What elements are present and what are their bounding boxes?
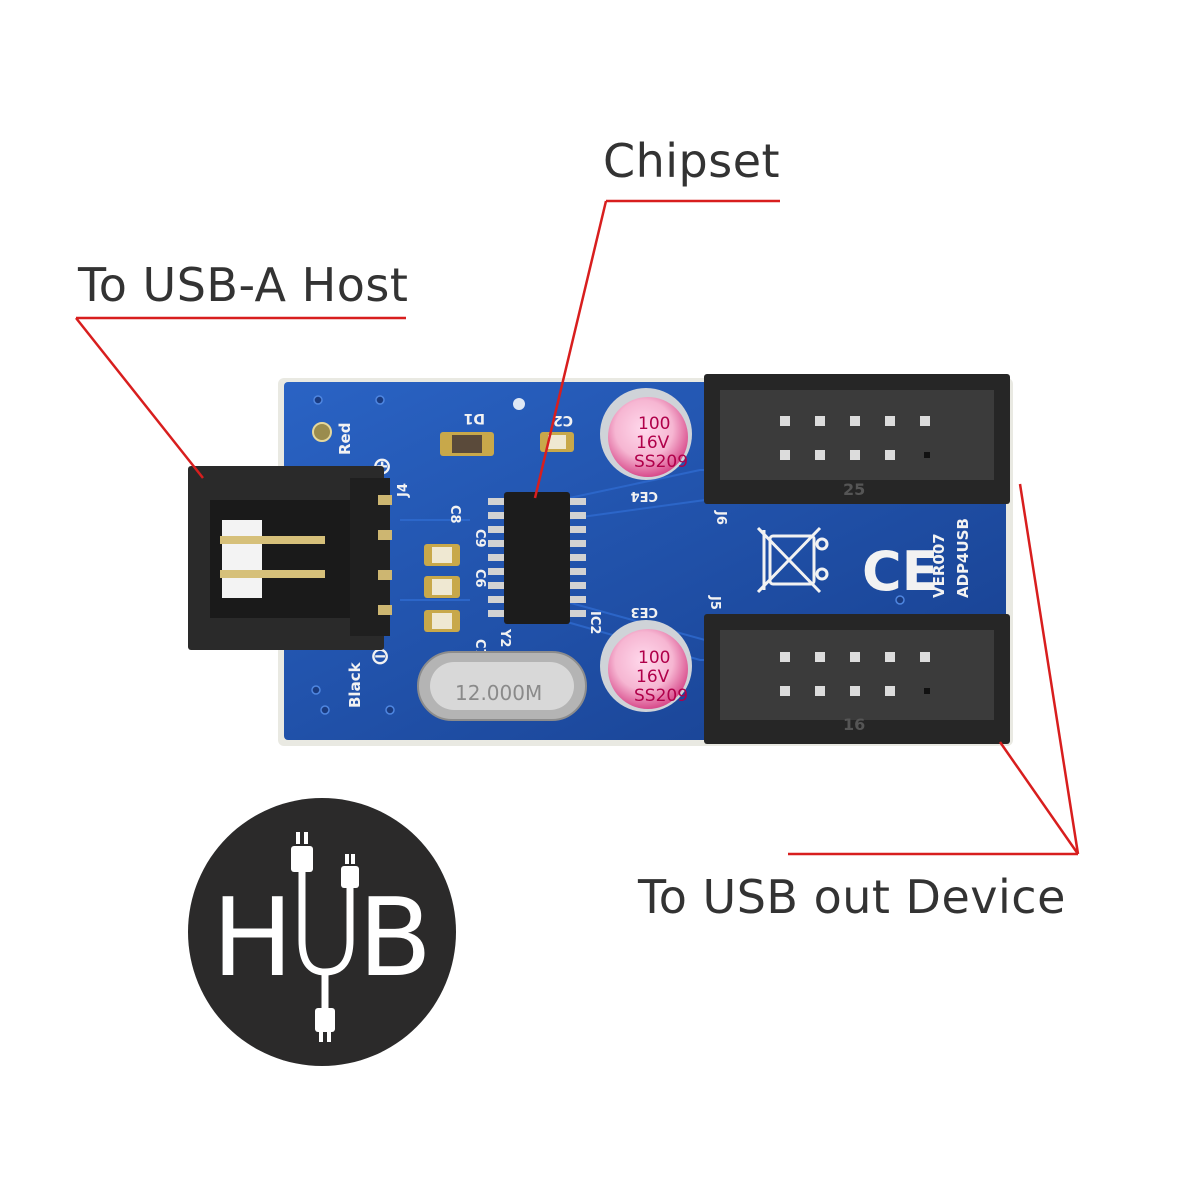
chipset-ic <box>488 492 586 624</box>
crystal-oscillator: 12.000M <box>417 651 587 721</box>
silk-d1: D1 <box>464 410 485 426</box>
weee-bin-icon <box>756 526 829 594</box>
silk-c2: C2 <box>553 412 573 428</box>
device-leader-bottom <box>998 741 1080 855</box>
svg-text:12.000M: 12.000M <box>455 681 542 705</box>
hub-logo-letter-b: B <box>358 876 432 1001</box>
silk-red: Red <box>336 423 354 455</box>
silk-black: Black <box>346 661 364 708</box>
silk-j4: J4 <box>396 483 411 498</box>
silk-c8: C8 <box>447 505 462 524</box>
silk-j5: J5 <box>707 595 722 610</box>
chipset-label: Chipset <box>603 134 781 188</box>
hub-logo-letter-h: H <box>212 876 293 1001</box>
silk-ce3: CE3 <box>631 604 658 619</box>
device-leader-top <box>1018 483 1080 855</box>
ce-mark: CE <box>862 540 939 603</box>
silk-c9: C9 <box>472 529 487 548</box>
leader-lines <box>75 199 1080 856</box>
svg-text:100: 100 <box>638 648 670 668</box>
silk-j6: J6 <box>713 510 728 525</box>
silk-y2: Y2 <box>497 628 512 647</box>
usb-host-connector <box>188 466 392 650</box>
chipset-leader <box>533 200 608 499</box>
silk-ic2: IC2 <box>587 611 602 634</box>
usb-device-label: To USB out Device <box>638 870 1066 924</box>
svg-text:16: 16 <box>843 715 865 734</box>
svg-text:16V: 16V <box>636 433 670 453</box>
hub-logo: H B <box>188 798 456 1066</box>
usb-out-header-top: 25 <box>704 374 1010 504</box>
svg-text:100: 100 <box>638 414 670 434</box>
silk-c6: C6 <box>472 569 487 588</box>
usb-out-header-bottom: 16 <box>704 614 1010 744</box>
svg-text:SS209: SS209 <box>634 686 688 706</box>
svg-text:25: 25 <box>843 480 865 499</box>
svg-text:SS209: SS209 <box>634 452 688 472</box>
usb-host-label: To USB-A Host <box>78 258 409 312</box>
silk-ver: VER007 <box>930 533 948 598</box>
capacitor-top: 100 16V SS209 <box>600 388 692 480</box>
silk-model: ADP4USB <box>954 518 972 598</box>
silk-ce4: CE4 <box>631 488 658 503</box>
capacitor-bottom: 100 16V SS209 <box>600 620 692 712</box>
usb-cable-icon <box>298 864 354 1016</box>
svg-text:16V: 16V <box>636 667 670 687</box>
host-leader <box>75 317 204 479</box>
